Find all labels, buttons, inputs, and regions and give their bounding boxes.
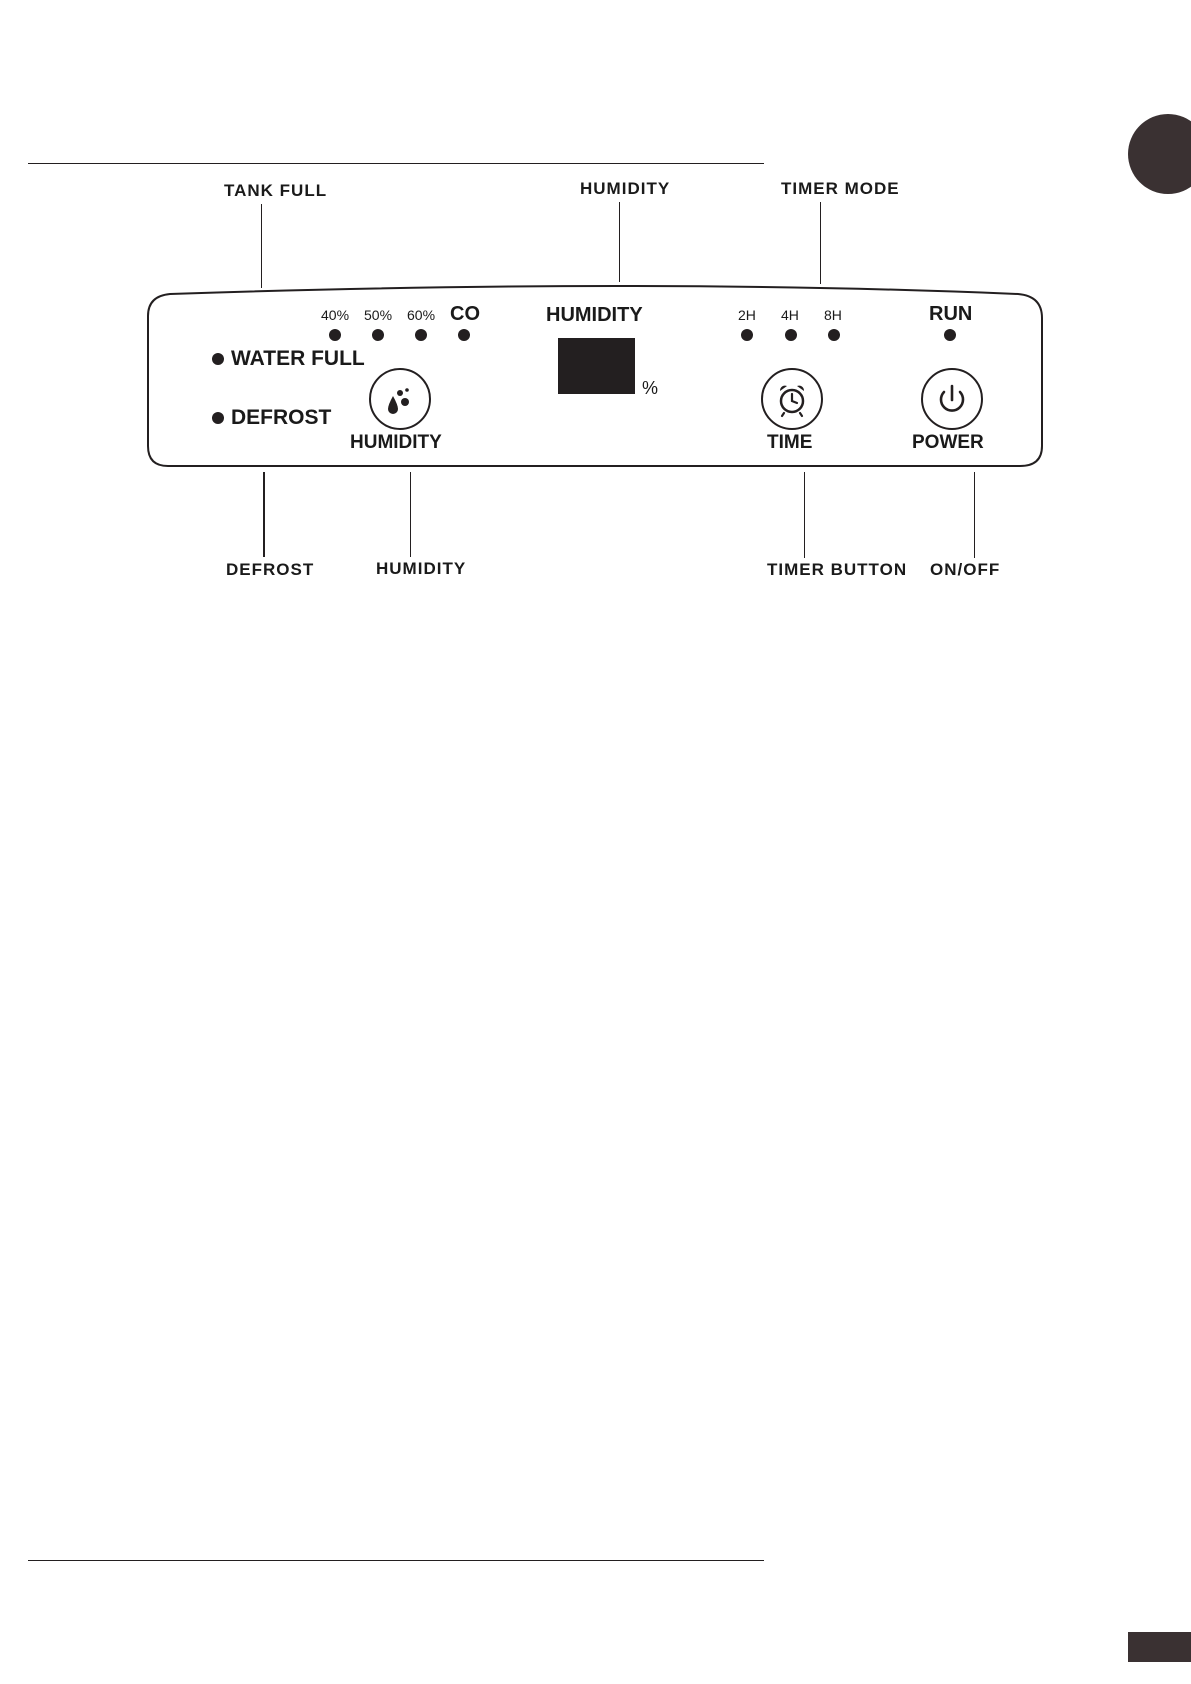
humidity-level-60: 60% [407,307,435,323]
led-humidity-50 [372,329,384,341]
led-defrost [212,412,224,424]
power-button-label: POWER [912,432,984,454]
led-humidity-co [458,329,470,341]
led-run [944,329,956,341]
humidity-level-co: CO [450,303,480,326]
timer-option-2h: 2H [738,307,756,323]
control-panel-outline [0,0,1191,520]
bottom-rule [28,1560,764,1561]
callout-humidity-button: HUMIDITY [376,559,466,579]
callout-defrost: DEFROST [226,560,314,580]
time-button-label: TIME [767,432,812,454]
power-button[interactable] [921,368,983,430]
water-full-label: WATER FULL [231,347,365,371]
power-icon [923,370,981,428]
leader-humidity-button [410,472,411,557]
led-timer-8h [828,329,840,341]
led-humidity-40 [329,329,341,341]
water-drops-icon [371,370,429,428]
humidity-button[interactable] [369,368,431,430]
humidity-level-40: 40% [321,307,349,323]
led-water-full [212,353,224,365]
page-tab-block [1128,1632,1191,1662]
timer-option-8h: 8H [824,307,842,323]
alarm-clock-icon [763,370,821,428]
run-label: RUN [929,303,972,326]
defrost-label: DEFROST [231,406,331,430]
led-humidity-60 [415,329,427,341]
display-title: HUMIDITY [546,304,643,327]
timer-option-4h: 4H [781,307,799,323]
humidity-button-label: HUMIDITY [350,432,442,454]
time-button[interactable] [761,368,823,430]
leader-defrost [263,472,265,557]
display-unit: % [642,378,658,399]
leader-timer-button [804,472,805,558]
callout-timer-button: TIMER BUTTON [767,560,907,580]
callout-on-off: ON/OFF [930,560,1000,580]
humidity-level-50: 50% [364,307,392,323]
led-timer-4h [785,329,797,341]
led-timer-2h [741,329,753,341]
leader-on-off [974,472,975,558]
humidity-display-screen [558,338,635,394]
